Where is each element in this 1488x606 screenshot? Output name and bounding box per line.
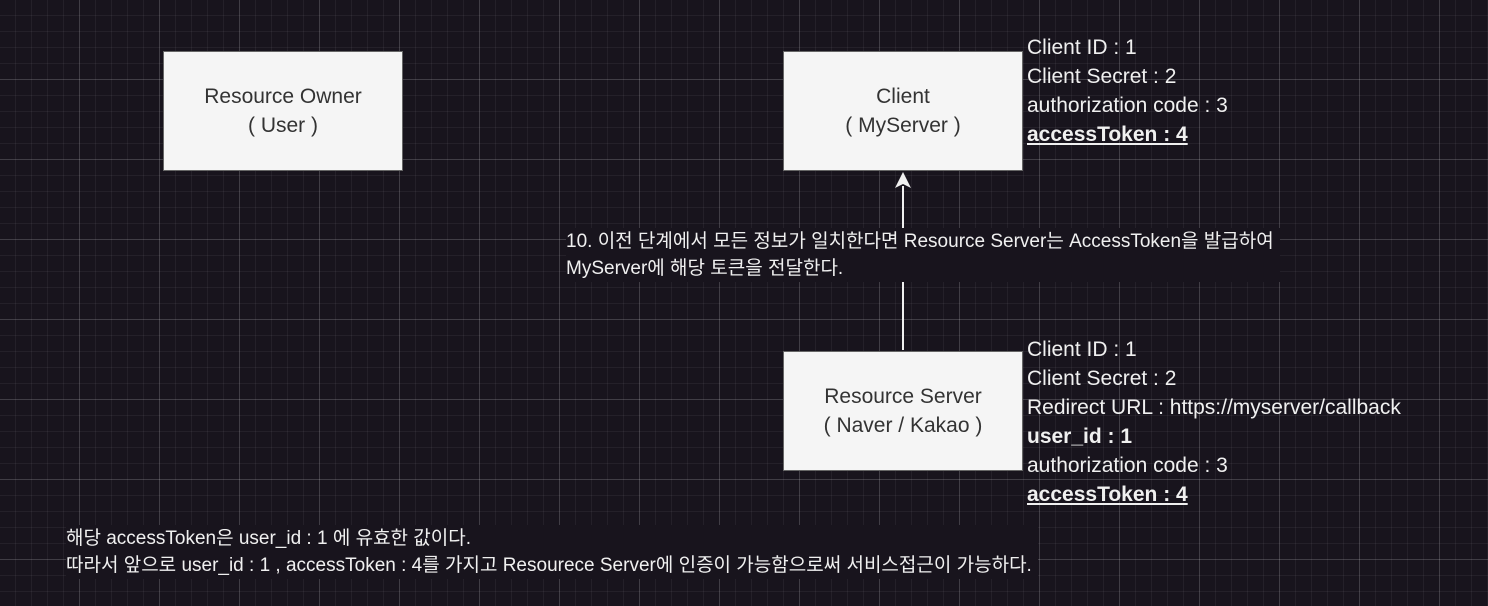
resource-server-info: Client ID : 1 Client Secret : 2 Redirect… — [1027, 335, 1401, 509]
resource-server-box[interactable]: Resource Server ( Naver / Kakao ) — [783, 351, 1023, 471]
client-info: Client ID : 1 Client Secret : 2 authoriz… — [1027, 33, 1228, 149]
client-info-access-token: accessToken : 4 — [1027, 123, 1188, 146]
resource-server-info-client-id: Client ID : 1 — [1027, 338, 1137, 361]
resource-server-subtitle: ( Naver / Kakao ) — [823, 414, 983, 437]
resource-server-info-user-id: user_id : 1 — [1027, 425, 1133, 448]
client-info-client-secret: Client Secret : 2 — [1027, 65, 1177, 88]
step-10-label-line2: MyServer에 해당 토큰을 전달한다. — [566, 258, 844, 279]
resource-server-info-client-secret: Client Secret : 2 — [1027, 367, 1177, 390]
client-title: Client — [876, 85, 930, 108]
resource-owner-title: Resource Owner — [204, 85, 362, 108]
bottom-note-line2: 따라서 앞으로 user_id : 1 , accessToken : 4를 가… — [66, 555, 1032, 576]
resource-owner-subtitle: ( User ) — [248, 114, 318, 137]
resource-server-title: Resource Server — [824, 385, 982, 408]
step-10-label-line1: 10. 이전 단계에서 모든 정보가 일치한다면 Resource Server… — [566, 231, 1274, 252]
step-10-label: 10. 이전 단계에서 모든 정보가 일치한다면 Resource Server… — [566, 228, 1280, 282]
resource-owner-box[interactable]: Resource Owner ( User ) — [163, 51, 403, 171]
resource-server-info-auth-code: authorization code : 3 — [1027, 454, 1228, 477]
arrow-head-up — [895, 172, 911, 188]
resource-server-info-access-token: accessToken : 4 — [1027, 483, 1188, 506]
bottom-note: 해당 accessToken은 user_id : 1 에 유효한 값이다. 따… — [66, 525, 1038, 579]
bottom-note-line1: 해당 accessToken은 user_id : 1 에 유효한 값이다. — [66, 528, 472, 549]
client-info-auth-code: authorization code : 3 — [1027, 94, 1228, 117]
client-subtitle: ( MyServer ) — [845, 114, 961, 137]
client-info-client-id: Client ID : 1 — [1027, 36, 1137, 59]
client-box[interactable]: Client ( MyServer ) — [783, 51, 1023, 171]
resource-server-info-redirect-url: Redirect URL : https://myserver/callback — [1027, 396, 1401, 419]
